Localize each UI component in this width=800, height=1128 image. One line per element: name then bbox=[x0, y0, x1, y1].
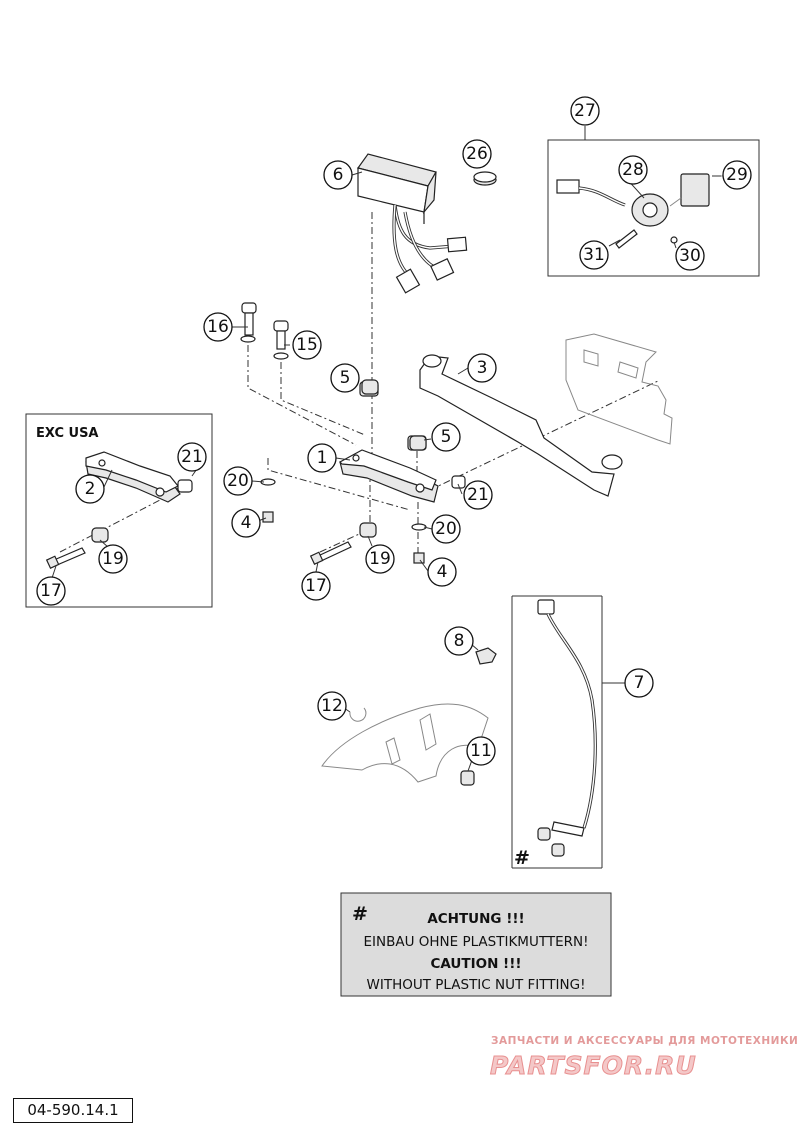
callout-31: 31 bbox=[579, 240, 609, 270]
callout-label: 5 bbox=[340, 368, 351, 388]
note-hash-mark: # bbox=[352, 903, 368, 925]
callout-5-right: 5 bbox=[431, 422, 461, 452]
callout-3: 3 bbox=[467, 353, 497, 383]
note-english-text: WITHOUT PLASTIC NUT FITTING! bbox=[367, 977, 586, 993]
callout-label: 31 bbox=[583, 245, 605, 265]
switch-screw bbox=[615, 229, 638, 249]
callout-label: 4 bbox=[241, 513, 252, 533]
callout-16: 16 bbox=[203, 312, 233, 342]
callout-label: 6 bbox=[333, 165, 344, 185]
callout-label: 1 bbox=[317, 448, 328, 468]
circlip bbox=[349, 707, 367, 722]
callout-label: 7 bbox=[634, 673, 645, 693]
callout-12: 12 bbox=[317, 691, 347, 721]
callout-label: 19 bbox=[369, 549, 391, 569]
diagram-code: 04-590.14.1 bbox=[13, 1098, 133, 1123]
switch-connector bbox=[556, 179, 580, 194]
callout-label: 3 bbox=[477, 358, 488, 378]
callout-17-main: 17 bbox=[301, 571, 331, 601]
switch-button bbox=[680, 173, 710, 207]
callout-7: 7 bbox=[624, 668, 654, 698]
callout-6: 6 bbox=[323, 160, 353, 190]
callout-label: 8 bbox=[454, 631, 465, 651]
callout-label: 12 bbox=[321, 696, 343, 716]
headlight-bracket bbox=[419, 333, 673, 497]
callout-11: 11 bbox=[466, 736, 496, 766]
callout-label: 20 bbox=[227, 471, 249, 491]
callout-2: 2 bbox=[75, 474, 105, 504]
callout-21-inset: 21 bbox=[177, 442, 207, 472]
watermark-caption: ЗАПЧАСТИ И АКСЕССУАРЫ ДЛЯ МОТОТЕХНИКИ bbox=[491, 1035, 798, 1047]
callout-19-inset: 19 bbox=[98, 544, 128, 574]
display-unit bbox=[357, 153, 468, 294]
callout-label: 17 bbox=[305, 576, 327, 596]
callout-label: 16 bbox=[207, 317, 229, 337]
callout-1: 1 bbox=[307, 443, 337, 473]
callout-20-right: 20 bbox=[431, 514, 461, 544]
note-german-text: EINBAU OHNE PLASTIKMUTTERN! bbox=[363, 934, 588, 950]
callout-label: 17 bbox=[40, 581, 62, 601]
callout-5-top: 5 bbox=[330, 363, 360, 393]
callout-label: 28 bbox=[622, 160, 644, 180]
callout-label: 21 bbox=[467, 485, 489, 505]
callout-label: 30 bbox=[679, 246, 701, 266]
callout-29: 29 bbox=[722, 160, 752, 190]
callout-26: 26 bbox=[462, 139, 492, 169]
callout-20-left: 20 bbox=[223, 466, 253, 496]
callout-label: 5 bbox=[441, 427, 452, 447]
callout-label: 19 bbox=[102, 549, 124, 569]
hash-mark: # bbox=[514, 847, 530, 869]
watermark-logo: PARTSFOR.RU bbox=[490, 1051, 697, 1080]
callout-label: 29 bbox=[726, 165, 748, 185]
callout-17-inset: 17 bbox=[36, 576, 66, 606]
callout-label: 2 bbox=[85, 479, 96, 499]
callout-4-left: 4 bbox=[231, 508, 261, 538]
callout-19-main: 19 bbox=[365, 544, 395, 574]
callout-21-main: 21 bbox=[463, 480, 493, 510]
top-bolts bbox=[240, 302, 289, 360]
exc-usa-inset bbox=[25, 413, 213, 608]
sensor-cable-box bbox=[511, 595, 625, 869]
callout-27: 27 bbox=[570, 96, 600, 126]
callout-label: 20 bbox=[435, 519, 457, 539]
callout-8: 8 bbox=[444, 626, 474, 656]
cable-clip bbox=[475, 647, 497, 665]
callout-30: 30 bbox=[675, 241, 705, 271]
note-caution: CAUTION !!! bbox=[430, 956, 521, 972]
callout-28: 28 bbox=[618, 155, 648, 185]
note-achtung: ACHTUNG !!! bbox=[427, 911, 524, 927]
callout-label: 4 bbox=[437, 562, 448, 582]
inset-title: EXC USA bbox=[36, 426, 99, 441]
callout-label: 27 bbox=[574, 101, 596, 121]
callout-label: 26 bbox=[466, 144, 488, 164]
callout-15: 15 bbox=[292, 330, 322, 360]
callout-label: 11 bbox=[470, 741, 492, 761]
callout-4-right: 4 bbox=[427, 557, 457, 587]
callout-label: 21 bbox=[181, 447, 203, 467]
nut-11 bbox=[460, 770, 475, 786]
caution-note: # ACHTUNG !!! EINBAU OHNE PLASTIKMUTTERN… bbox=[340, 892, 612, 997]
callout-label: 15 bbox=[296, 335, 318, 355]
fork-bottom-ghost bbox=[321, 703, 489, 783]
